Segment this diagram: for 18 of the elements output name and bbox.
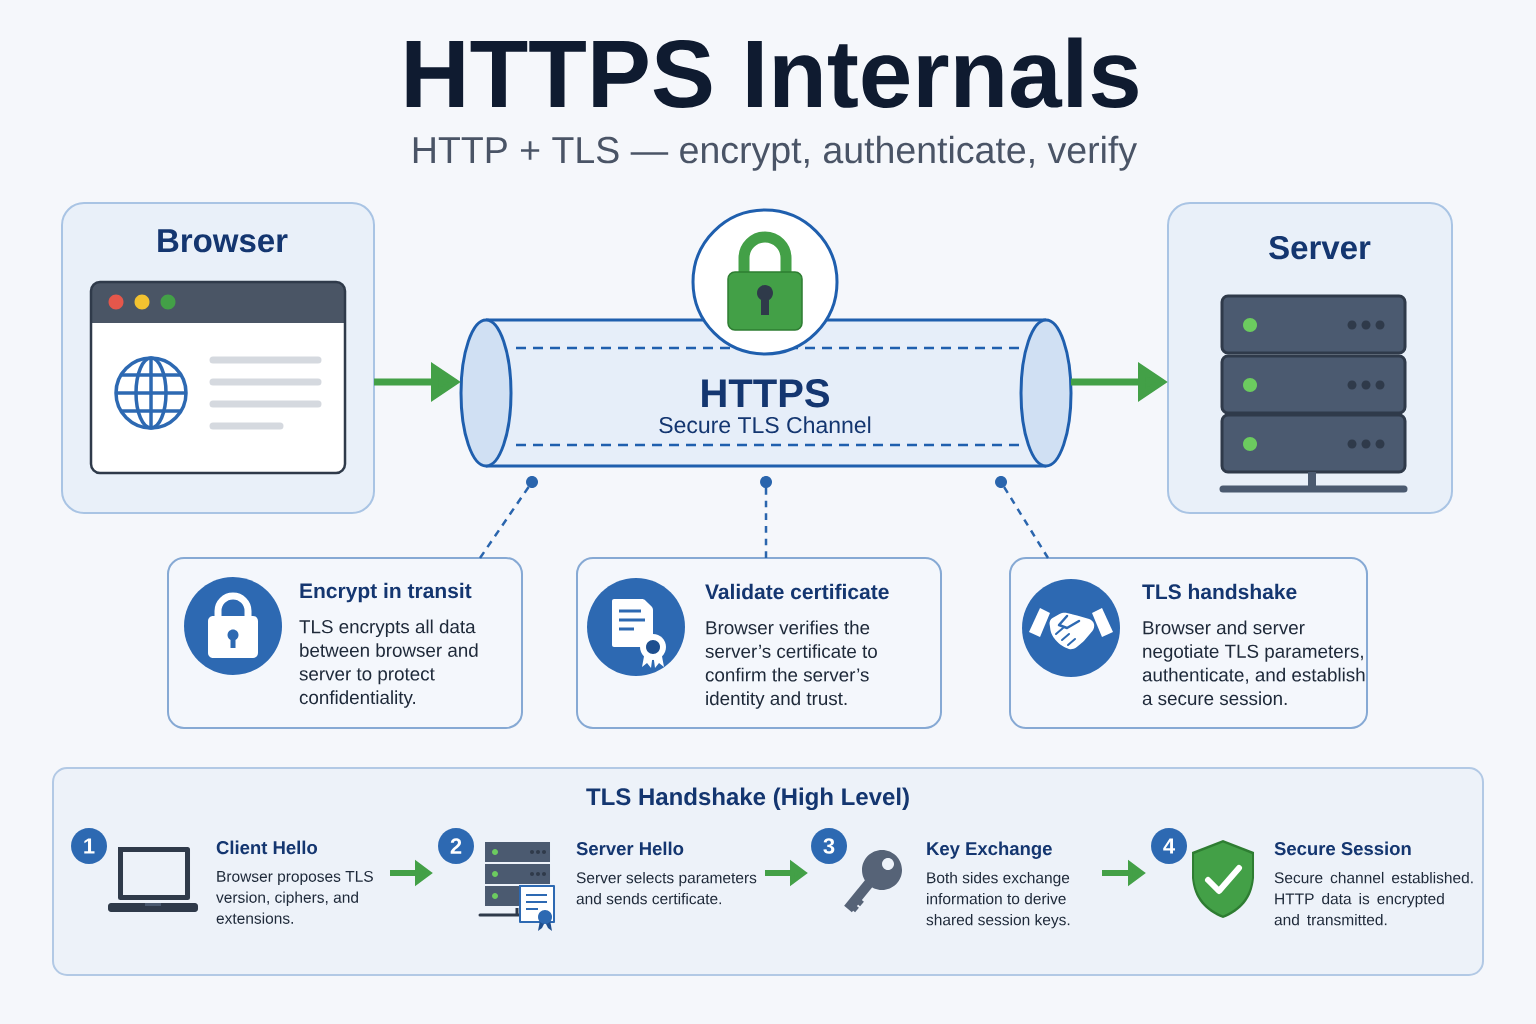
step-title: Key Exchange <box>927 841 1052 859</box>
subtitle: HTTP + TLS — encrypt, authenticate, verify <box>413 135 1138 171</box>
step-description: Browser proposes TLS version, ciphers, and extensions. <box>216 870 373 924</box>
leader-line <box>1003 486 1050 559</box>
leader-line <box>764 488 768 558</box>
step-description: Server selects parameters and sends certificate. <box>576 871 757 905</box>
title: HTTPS Internals <box>406 37 1138 108</box>
step-description: Both sides exchange information to derive shared session keys. <box>926 871 1070 929</box>
number-badge: 3 <box>811 828 847 864</box>
number-badge: 1 <box>71 828 107 864</box>
leader-line <box>478 486 530 559</box>
number-badge: 4 <box>1151 828 1187 864</box>
step-description: Secure channel established. HTTP data is encrypted and transmitted. <box>1274 871 1473 926</box>
number-badge: 2 <box>438 828 474 864</box>
step-title: Client Hello <box>216 840 318 855</box>
channel-cylinder: HTTPS Secure TLS Channel <box>459 318 1073 468</box>
step-title: Secure Session <box>1274 841 1411 856</box>
step-title: Server Hello <box>576 841 684 856</box>
